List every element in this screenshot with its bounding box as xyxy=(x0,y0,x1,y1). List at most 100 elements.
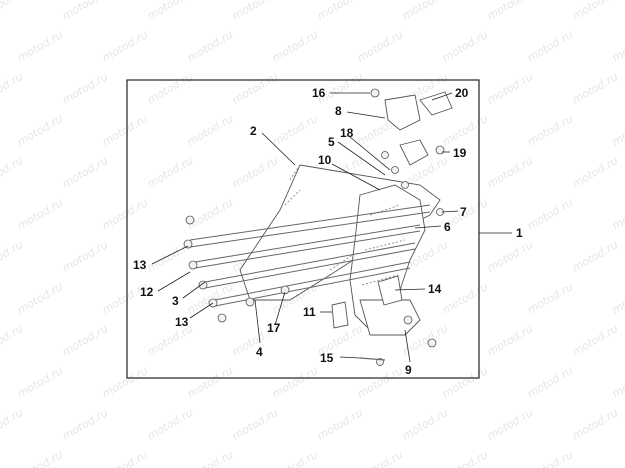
watermark-text: motod.ru xyxy=(525,280,575,317)
long-bolt-line xyxy=(214,261,411,301)
watermark-text: motod.ru xyxy=(355,28,405,65)
watermark-text: motod.ru xyxy=(440,112,490,149)
watermark-text: motod.ru xyxy=(400,0,450,23)
bolt-head xyxy=(370,88,380,98)
watermark-text: motod.ru xyxy=(485,0,535,23)
watermark-text: motod.ru xyxy=(485,406,535,443)
callout-10: 10 xyxy=(318,153,332,167)
watermark-text: motod.ru xyxy=(525,28,575,65)
bolt-head xyxy=(217,313,227,323)
callout-13a: 13 xyxy=(133,258,147,272)
leader-8 xyxy=(346,111,386,119)
watermark-text: motod.ru xyxy=(440,280,490,317)
watermark-text: motod.ru xyxy=(145,406,195,443)
watermark-text: motod.ru xyxy=(485,322,535,359)
callout-3: 3 xyxy=(172,294,179,308)
watermark-text: motod.ru xyxy=(100,448,150,468)
leader-12 xyxy=(157,271,191,292)
watermark-text: motod.ru xyxy=(185,196,235,233)
watermark-text: motod.ru xyxy=(525,364,575,401)
bolt-head xyxy=(391,166,399,174)
watermark-text: motod.ru xyxy=(60,322,110,359)
callout-11: 11 xyxy=(303,305,316,319)
callout-9: 9 xyxy=(405,363,412,377)
watermark-text: motod.ru xyxy=(0,238,25,275)
upper-stay xyxy=(384,94,421,131)
watermark-text: motod.ru xyxy=(0,406,25,443)
leader-7 xyxy=(441,210,459,213)
watermark-text: motod.ru xyxy=(60,0,110,23)
watermark-text: motod.ru xyxy=(315,0,365,23)
watermark-text: motod.ru xyxy=(0,322,25,359)
watermark-text: motod.ru xyxy=(60,70,110,107)
watermark-text: motod.ru xyxy=(60,154,110,191)
watermark-text: motod.ru xyxy=(570,322,620,359)
fasteners xyxy=(183,88,445,366)
watermark-text: motod.ru xyxy=(610,364,625,401)
callout-8: 8 xyxy=(335,104,342,118)
watermark-text: motod.ru xyxy=(230,406,280,443)
leader-18 xyxy=(349,136,391,171)
watermark-text: motod.ru xyxy=(145,0,195,23)
watermark-text: motod.ru xyxy=(440,28,490,65)
leader-lines xyxy=(151,92,459,363)
long-bolt-line xyxy=(189,204,431,241)
watermark-text: motod.ru xyxy=(525,448,575,468)
bolt-head xyxy=(403,315,413,325)
bolt-head xyxy=(427,338,437,348)
watermark-text: motod.ru xyxy=(570,238,620,275)
watermark-text: motod.ru xyxy=(15,196,65,233)
leader-2 xyxy=(261,132,296,166)
watermark-text: motod.ru xyxy=(610,280,625,317)
screw-shaft xyxy=(359,357,386,361)
watermark-text: motod.ru xyxy=(145,154,195,191)
bolt-head xyxy=(245,297,255,307)
watermark-text: motod.ru xyxy=(485,70,535,107)
watermark-text: motod.ru xyxy=(100,28,150,65)
leader-14 xyxy=(394,288,426,291)
watermark-text: motod.ru xyxy=(485,238,535,275)
watermark-text: motod.ru xyxy=(440,364,490,401)
leader-13a xyxy=(151,245,189,265)
callout-12: 12 xyxy=(140,285,154,299)
mount-tab xyxy=(399,139,429,166)
watermark-text: motod.ru xyxy=(270,28,320,65)
watermark-text: motod.ru xyxy=(0,70,25,107)
callout-13b: 13 xyxy=(175,315,189,329)
watermark-text: motod.ru xyxy=(355,448,405,468)
callout-20: 20 xyxy=(455,86,469,100)
long-bolt-line xyxy=(194,224,421,263)
watermark-text: motod.ru xyxy=(60,406,110,443)
leader-3 xyxy=(182,281,206,299)
watermark-text: motod.ru xyxy=(0,0,25,23)
watermark-text: motod.ru xyxy=(270,112,320,149)
callout-5: 5 xyxy=(328,135,335,149)
watermark-text: motod.ru xyxy=(185,448,235,468)
watermark-text: motod.ru xyxy=(100,112,150,149)
bracket-14 xyxy=(377,275,403,306)
leader-6 xyxy=(414,225,442,229)
assembly-frame xyxy=(126,79,480,379)
watermark-text: motod.ru xyxy=(270,448,320,468)
watermark-text: motod.ru xyxy=(185,364,235,401)
watermark-text: motod.ru xyxy=(15,280,65,317)
long-bolt-line xyxy=(194,230,421,269)
leader-10 xyxy=(331,163,381,191)
leader-13b xyxy=(189,302,214,319)
leader-15 xyxy=(339,356,361,359)
watermark-text: motod.ru xyxy=(230,70,280,107)
watermark-text: motod.ru xyxy=(525,196,575,233)
watermark-text: motod.ru xyxy=(525,112,575,149)
callout-7: 7 xyxy=(460,205,467,219)
bolt-head xyxy=(185,215,195,225)
watermark-text: motod.ru xyxy=(15,112,65,149)
watermark-text: motod.ru xyxy=(0,154,25,191)
bolt-head xyxy=(435,145,445,155)
watermark-text: motod.ru xyxy=(570,0,620,23)
callout-4: 4 xyxy=(256,345,263,359)
watermark-text: motod.ru xyxy=(100,196,150,233)
watermark-text: motod.ru xyxy=(400,406,450,443)
leader-9 xyxy=(404,329,411,363)
